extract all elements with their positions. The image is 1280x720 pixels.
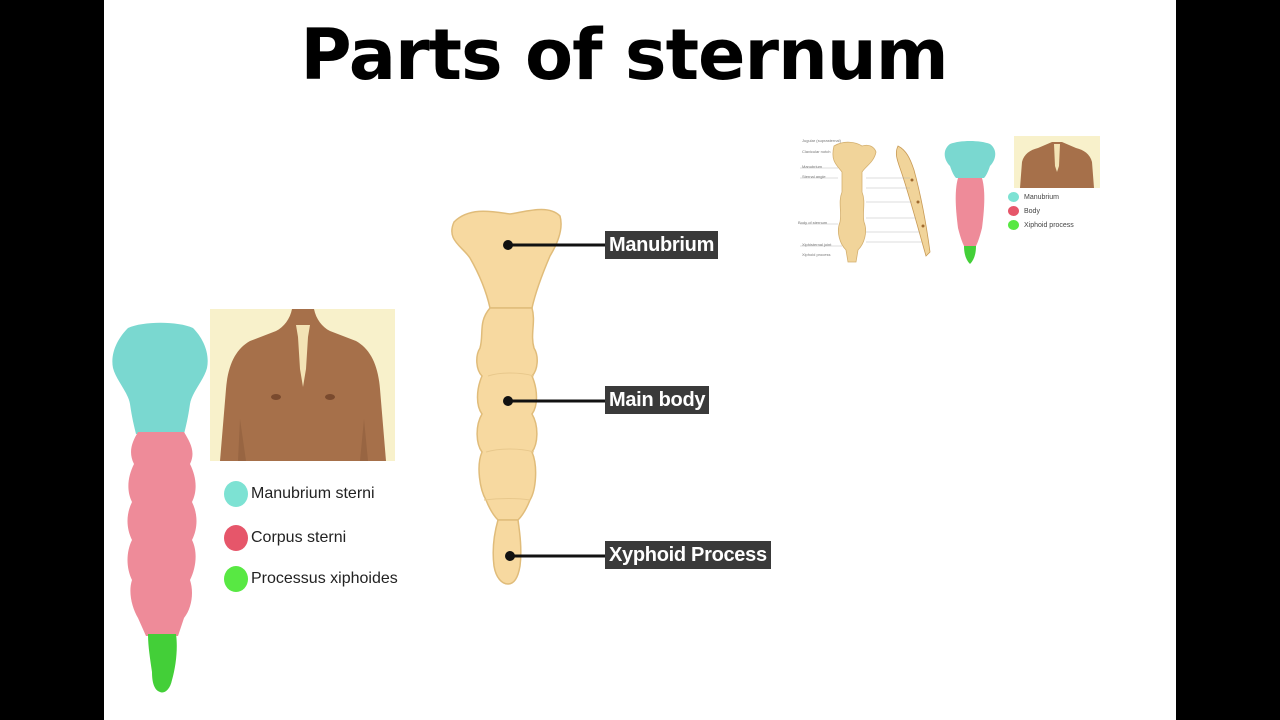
- sternum-diagram: [451, 208, 704, 585]
- slide: Parts of sternum Manubrium sterni Corpus…: [104, 0, 1176, 720]
- thumb-legend-label: Body: [1024, 207, 1040, 215]
- diagram-body: [476, 307, 538, 521]
- reference-thumbnail: Jugular (suprasternal) Clavicular notch …: [790, 132, 1100, 272]
- legend-label: Processus xiphoides: [251, 570, 398, 587]
- thumb-legend-dot-icon: [1008, 220, 1019, 230]
- legend-dot-icon: [224, 481, 248, 507]
- colored-sternum-illustration: [112, 322, 208, 693]
- thumb-legend-label: Manubrium: [1024, 193, 1060, 201]
- callout-main-body-label: Main body: [605, 386, 710, 414]
- diagram-manubrium: [451, 208, 562, 309]
- thumbnail-drawings: [800, 136, 1100, 264]
- slide-title: Parts of sternum: [300, 14, 948, 96]
- thumb-legend-manubrium: Manubrium: [1008, 192, 1059, 202]
- legend-dot-icon: [224, 566, 248, 592]
- callout-xyphoid-label: Xyphoid Process: [605, 541, 771, 569]
- callout-manubrium-label: Manubrium: [605, 231, 719, 259]
- thumb-legend-dot-icon: [1008, 206, 1019, 216]
- legend-item-manubrium: Manubrium sterni: [224, 481, 375, 507]
- colored-xiphoid: [148, 634, 177, 693]
- thumb-legend-label: Xiphoid process: [1024, 221, 1074, 229]
- colored-body: [127, 432, 197, 636]
- legend-dot-icon: [224, 525, 248, 551]
- torso-illustration: [210, 309, 395, 461]
- legend-item-xiphoid: Processus xiphoides: [224, 566, 398, 592]
- legend-item-corpus: Corpus sterni: [224, 525, 346, 551]
- legend-label: Corpus sterni: [251, 529, 347, 546]
- thumb-legend-dot-icon: [1008, 192, 1019, 202]
- thumb-legend-body: Body: [1008, 206, 1040, 216]
- thumb-legend-xiphoid: Xiphoid process: [1008, 220, 1074, 230]
- colored-manubrium: [112, 322, 208, 434]
- legend-label: Manubrium sterni: [251, 485, 375, 502]
